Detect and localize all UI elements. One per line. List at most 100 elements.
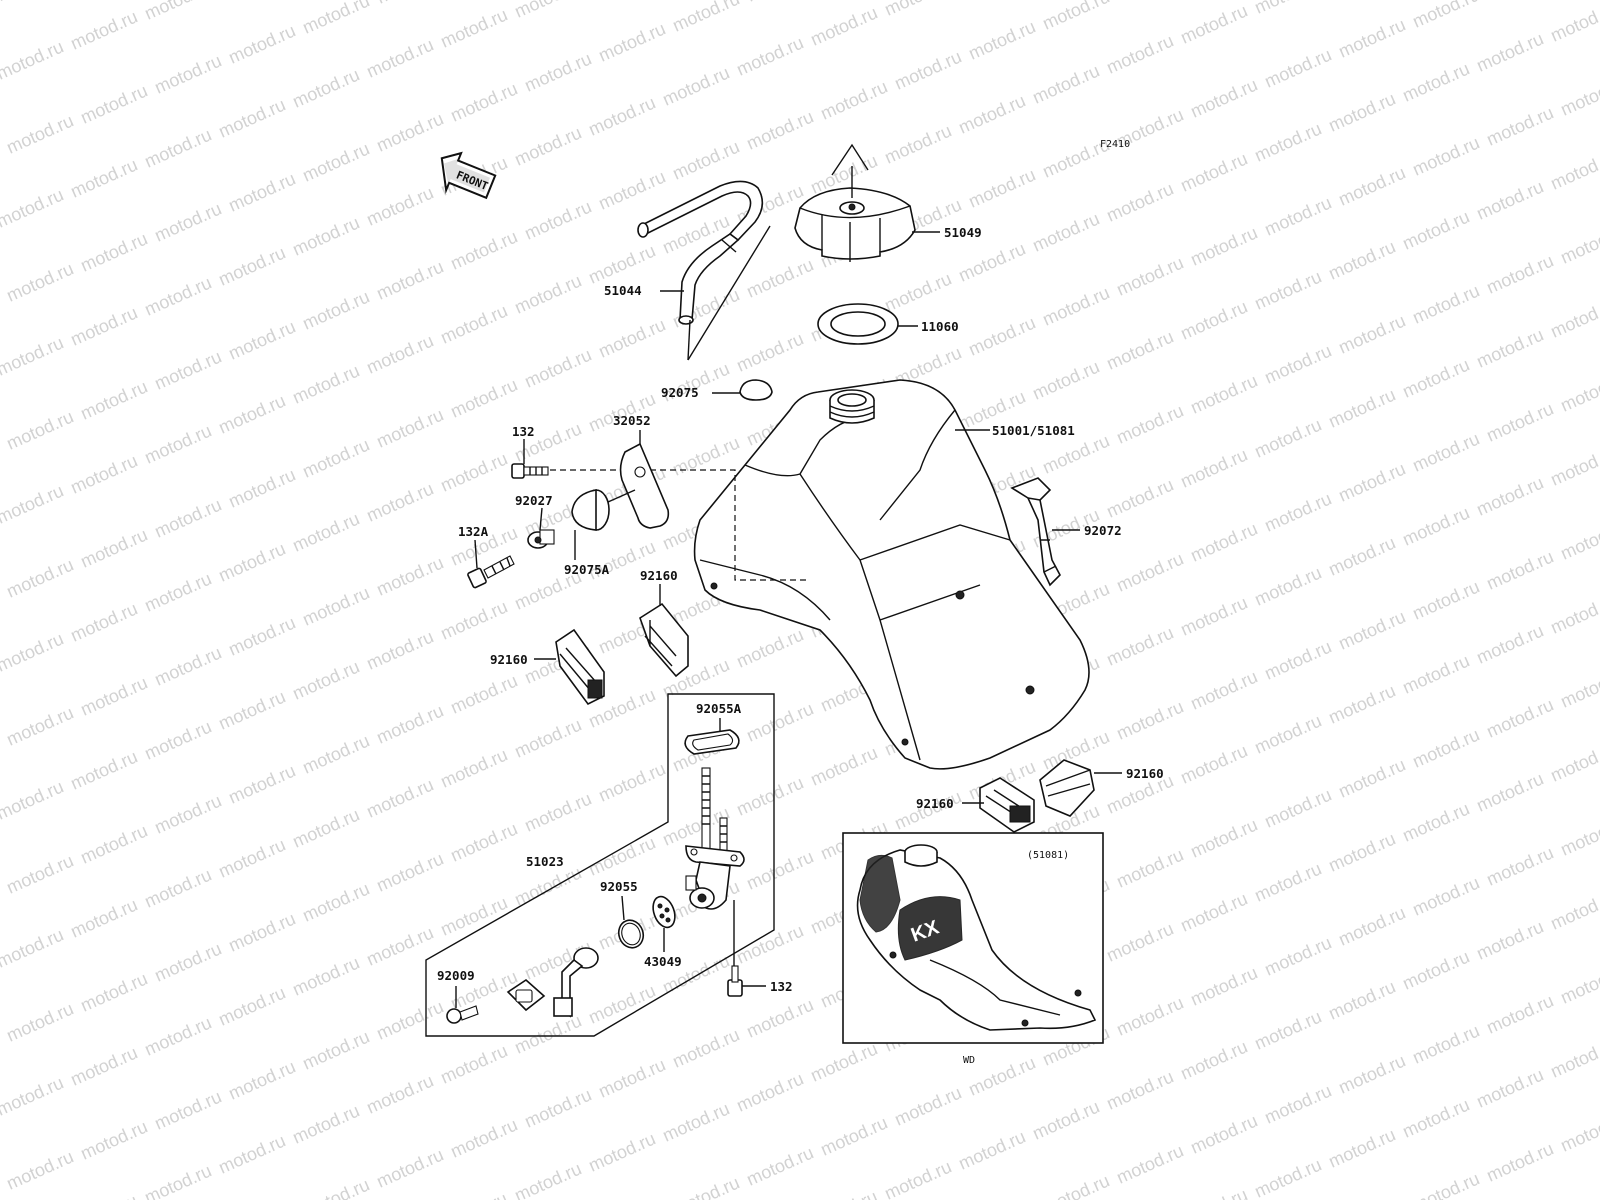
watermark-text: motod.ru — [67, 1190, 140, 1200]
watermark-text: motod.ru — [437, 300, 510, 347]
watermark-text: motod.ru — [0, 628, 67, 675]
watermark-text: motod.ru — [289, 804, 362, 851]
watermark-text: motod.ru — [67, 154, 140, 201]
watermark-text: motod.ru — [1325, 532, 1398, 579]
part-label-11060: 11060 — [921, 319, 959, 334]
watermark-text: motod.ru — [1177, 148, 1250, 195]
watermark-text: motod.ru — [1409, 724, 1482, 771]
watermark-text: motod.ru — [0, 480, 67, 527]
watermark-text: motod.ru — [1547, 1034, 1600, 1081]
watermark-text: motod.ru — [965, 312, 1038, 359]
watermark-text: motod.ru — [299, 582, 372, 629]
watermark-text: motod.ru — [447, 818, 520, 865]
watermark-text: motod.ru — [1251, 562, 1324, 609]
plate-92009 — [506, 978, 546, 1012]
watermark-text: motod.ru — [1187, 1110, 1260, 1157]
watermark-text: motod.ru — [1029, 60, 1102, 107]
pad-92160-b — [555, 628, 605, 706]
kit-frame-51023 — [425, 693, 775, 1037]
watermark-text: motod.ru — [3, 554, 76, 601]
watermark-text: motod.ru — [215, 834, 288, 881]
watermark-text: motod.ru — [215, 538, 288, 585]
watermark-text: motod.ru — [0, 1072, 67, 1119]
part-label-92055A: 92055A — [696, 701, 742, 716]
watermark-text: motod.ru — [955, 1126, 1028, 1173]
part-label-92072: 92072 — [1084, 523, 1122, 538]
watermark-text: motod.ru — [363, 626, 436, 673]
watermark-text: motod.ru — [0, 1176, 3, 1200]
watermark-text: motod.ru — [1113, 548, 1186, 595]
watermark-text: motod.ru — [1473, 1064, 1546, 1111]
watermark-text: motod.ru — [1325, 976, 1398, 1023]
watermark-text: motod.ru — [1103, 918, 1176, 965]
watermark-text: motod.ru — [1483, 250, 1556, 297]
watermark-text: motod.ru — [585, 832, 658, 879]
watermark-text: motod.ru — [595, 166, 668, 213]
watermark-text: motod.ru — [0, 436, 3, 483]
watermark-text: motod.ru — [1177, 296, 1250, 343]
watermark-text: motod.ru — [1029, 356, 1102, 403]
watermark-text: motod.ru — [141, 0, 214, 24]
watermark-text: motod.ru — [67, 6, 140, 53]
watermark-text: motod.ru — [1251, 0, 1324, 18]
watermark-text: motod.ru — [215, 390, 288, 437]
watermark-text: motod.ru — [1399, 206, 1472, 253]
watermark-text: motod.ru — [1177, 888, 1250, 935]
damper-92075A — [571, 489, 636, 560]
watermark-text: motod.ru — [585, 1128, 658, 1175]
watermark-text: motod.ru — [1335, 606, 1408, 653]
watermark-text: motod.ru — [3, 1146, 76, 1193]
watermark-text: motod.ru — [151, 1086, 224, 1133]
front-arrow: FRONT — [440, 151, 497, 200]
watermark-text: motod.ru — [1335, 1050, 1408, 1097]
watermark-text: motod.ru — [1335, 458, 1408, 505]
watermark-text: motod.ru — [77, 968, 150, 1015]
watermark-text: motod.ru — [1261, 192, 1334, 239]
watermark-text: motod.ru — [669, 432, 742, 479]
watermark-text: motod.ru — [1409, 0, 1482, 32]
watermark-text: motod.ru — [1409, 1168, 1482, 1200]
watermark-text: motod.ru — [1261, 932, 1334, 979]
watermark-text: motod.ru — [1399, 1094, 1472, 1141]
watermark-text: motod.ru — [363, 182, 436, 229]
part-label-92075A: 92075A — [564, 562, 610, 577]
watermark-text: motod.ru — [3, 258, 76, 305]
watermark-text: motod.ru — [1039, 0, 1112, 34]
watermark-text: motod.ru — [437, 1040, 510, 1087]
watermark-text: motod.ru — [225, 464, 298, 511]
watermark-text: motod.ru — [1177, 1184, 1250, 1200]
watermark-text: motod.ru — [1113, 252, 1186, 299]
watermark-text: motod.ru — [521, 788, 594, 835]
watermark-text: motod.ru — [955, 90, 1028, 137]
watermark-text: motod.ru — [363, 774, 436, 821]
watermark-text: motod.ru — [733, 32, 806, 79]
watermark-text: motod.ru — [1557, 960, 1600, 1007]
watermark-text: motod.ru — [437, 448, 510, 495]
watermark-text: motod.ru — [807, 2, 880, 49]
fuel-cap-51049 — [794, 143, 916, 262]
part-label-92075: 92075 — [661, 385, 699, 400]
watermark-text: motod.ru — [225, 20, 298, 67]
watermark-text: motod.ru — [0, 1028, 3, 1075]
watermark-text: motod.ru — [141, 1160, 214, 1200]
watermark-text: motod.ru — [0, 332, 67, 379]
watermark-text: motod.ru — [225, 168, 298, 215]
watermark-text: motod.ru — [77, 228, 150, 275]
watermark-text: motod.ru — [595, 1054, 668, 1101]
watermark-text: motod.ru — [1325, 680, 1398, 727]
watermark-text: motod.ru — [1113, 696, 1186, 743]
bolt-132A — [467, 539, 515, 589]
watermark-text: motod.ru — [1113, 1140, 1186, 1187]
watermark-text: motod.ru — [1409, 280, 1482, 327]
watermark-text: motod.ru — [1473, 916, 1546, 963]
watermark-text: motod.ru — [373, 256, 446, 303]
part-label-132-bottom: 132 — [770, 979, 793, 994]
watermark-text: motod.ru — [77, 524, 150, 571]
fuel-tank-51001 — [540, 379, 1090, 770]
watermark-text: motod.ru — [1103, 30, 1176, 77]
watermark-text: motod.ru — [1473, 28, 1546, 75]
watermark-text: motod.ru — [3, 998, 76, 1045]
watermark-text: motod.ru — [447, 78, 520, 125]
watermark-text: motod.ru — [373, 848, 446, 895]
